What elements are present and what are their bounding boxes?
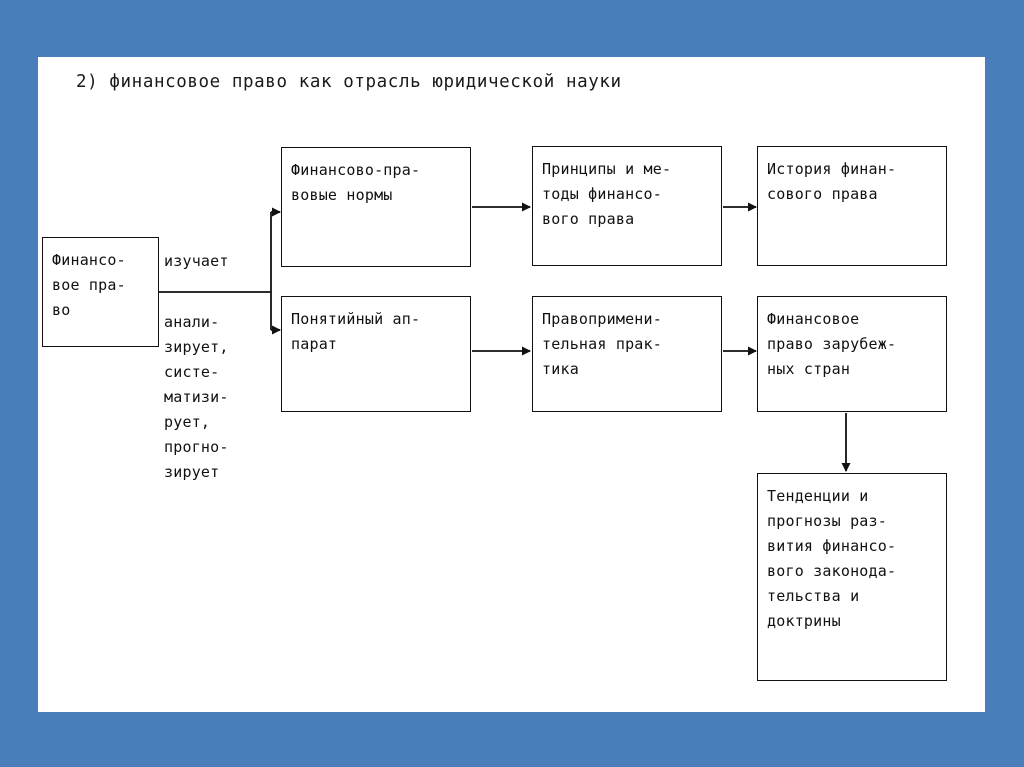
node-row2-law-enforcement-practice[interactable]: Правопримени- тельная прак- тика <box>532 296 722 412</box>
node-label: Понятийный ап- парат <box>291 310 421 353</box>
node-label: Правопримени- тельная прак- тика <box>542 310 662 378</box>
page-title: 2) финансовое право как отрасль юридичес… <box>76 72 622 92</box>
node-row1-history[interactable]: История финан- сового права <box>757 146 947 266</box>
edge-label-lower: анали- зирует, систе- матизи- рует, прог… <box>164 313 229 481</box>
node-label: Финансовое право зарубеж- ных стран <box>767 310 897 378</box>
node-root-label: Финансо- вое пра- во <box>52 251 126 319</box>
node-row2-conceptual-apparatus[interactable]: Понятийный ап- парат <box>281 296 471 412</box>
node-root[interactable]: Финансо- вое пра- во <box>42 237 159 347</box>
node-label: Финансово-пра- вовые нормы <box>291 161 421 204</box>
node-label: История финан- сового права <box>767 160 897 203</box>
node-row1-principles-methods[interactable]: Принципы и ме- тоды финансо- вого права <box>532 146 722 266</box>
node-row3-trends-forecasts[interactable]: Тенденции и прогнозы раз- вития финансо-… <box>757 473 947 681</box>
node-row2-foreign-financial-law[interactable]: Финансовое право зарубеж- ных стран <box>757 296 947 412</box>
edge-label-upper: изучает <box>164 252 229 270</box>
node-label: Принципы и ме- тоды финансо- вого права <box>542 160 672 228</box>
node-label: Тенденции и прогнозы раз- вития финансо-… <box>767 487 897 630</box>
node-row1-financial-legal-norms[interactable]: Финансово-пра- вовые нормы <box>281 147 471 267</box>
